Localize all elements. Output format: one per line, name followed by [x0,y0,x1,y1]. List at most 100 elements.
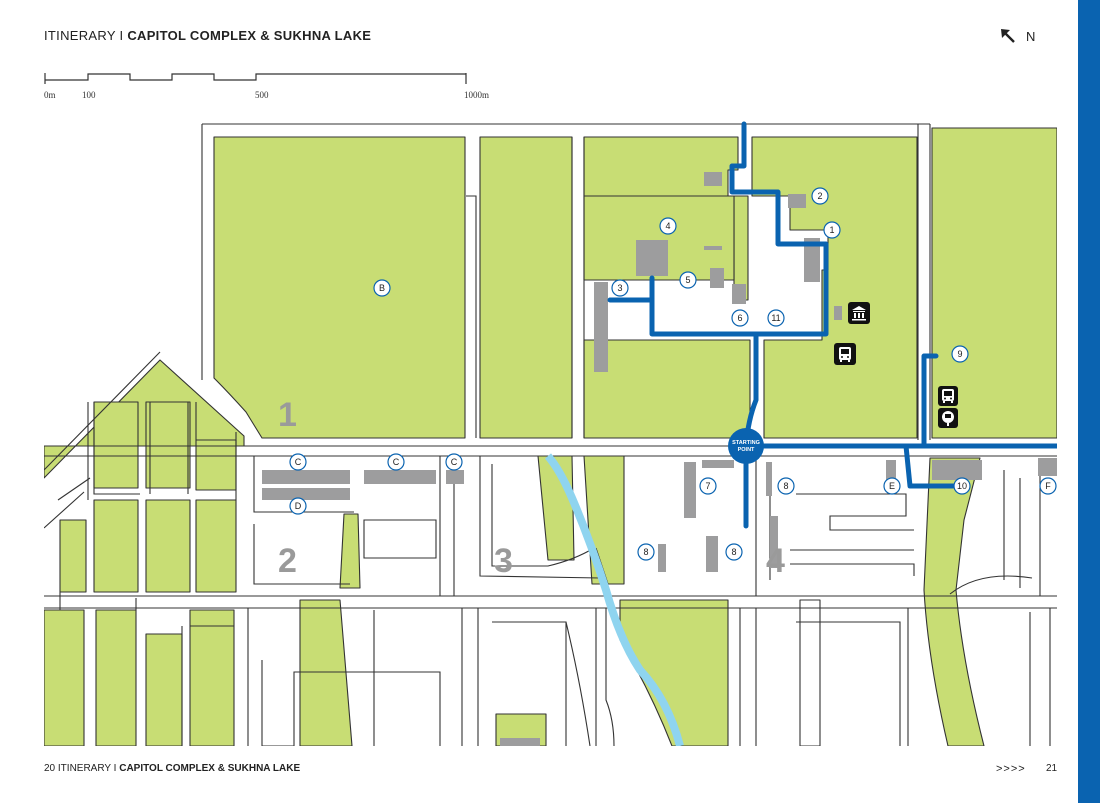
marker-8[interactable]: 8 [637,543,655,561]
marker-C[interactable]: C [289,453,307,471]
building [446,470,464,484]
marker-8[interactable]: 8 [777,477,795,495]
svg-text:9: 9 [957,349,962,359]
building-assembly [636,240,668,276]
park-block [59,519,87,593]
park-strip [299,599,353,746]
park-block [145,499,191,593]
svg-text:7: 7 [705,481,710,491]
building [886,460,896,480]
svg-text:D: D [295,501,302,511]
building [364,470,436,484]
building [710,268,724,288]
building [732,284,746,304]
footer-page-number: 20 [44,763,56,774]
starting-point-label-line1: STARTING [732,440,760,446]
marker-3[interactable]: 3 [611,279,629,297]
svg-text:6: 6 [737,313,742,323]
park-block [189,609,235,746]
north-label: N [1026,28,1036,44]
bus-stop-icon[interactable] [938,408,958,428]
svg-text:1: 1 [829,225,834,235]
building [658,544,666,572]
svg-text:3: 3 [617,283,622,293]
street-network [44,123,1057,746]
park-block [95,609,137,746]
building [706,536,718,572]
marker-2[interactable]: 2 [811,187,829,205]
marker-7[interactable]: 7 [699,477,717,495]
scale-label-500: 500 [255,90,269,100]
building [1038,458,1057,476]
marker-F[interactable]: F [1039,477,1057,495]
scale-label-1000: 1000m [464,90,490,100]
right-page-number: 21 [1046,763,1058,774]
building [702,460,734,468]
marker-11[interactable]: 11 [767,309,785,327]
building-secretariat [594,282,608,372]
building [766,462,772,496]
park-block [93,499,139,593]
map[interactable]: 1 2 3 4 A B C C C D E F 1 2 3 4 5 6 7 8 … [44,120,1057,746]
blue-sidebar [1078,0,1100,803]
park-block [145,401,191,489]
park-block [44,609,85,746]
park-capitol-sw [583,339,751,439]
marker-4[interactable]: 4 [659,217,677,235]
marker-5[interactable]: 5 [679,271,697,289]
svg-text:2: 2 [817,191,822,201]
map-canvas[interactable]: 1 2 3 4 A B C C C D E F 1 2 3 4 5 6 7 8 … [44,120,1057,746]
green-areas [44,127,1057,746]
map-markers: A B C C C D E F 1 2 3 4 5 6 7 8 8 8 8 9 … [289,187,1057,561]
svg-text:11: 11 [771,313,780,323]
museum-icon[interactable] [848,302,870,324]
building [704,246,722,250]
svg-text:10: 10 [957,481,967,491]
park-strip [923,457,985,746]
building [770,516,778,568]
next-page-arrows[interactable]: >>>> [996,763,1026,775]
park-strip [339,513,361,589]
svg-text:4: 4 [665,221,670,231]
building [684,462,696,518]
building [932,460,982,480]
starting-point-marker[interactable]: STARTING POINT [728,428,764,464]
header-title: CAPITOL COMPLEX & SUKHNA LAKE [127,28,372,43]
svg-text:F: F [1045,481,1051,491]
marker-6[interactable]: 6 [731,309,749,327]
building [788,194,806,208]
svg-text:E: E [889,481,895,491]
marker-D[interactable]: D [289,497,307,515]
bus-icon[interactable] [938,386,958,406]
svg-text:C: C [393,457,400,467]
scale-bar: 0m 100 500 1000m [44,72,489,112]
building [262,488,350,500]
marker-C[interactable]: C [387,453,405,471]
svg-text:C: C [295,457,302,467]
marker-E[interactable]: E [883,477,901,495]
scale-label-0: 0m [44,90,56,100]
park-block [145,633,183,746]
zone-label-4: 4 [766,542,785,580]
park-block [195,499,237,593]
header-prefix: ITINERARY I [44,28,128,43]
building-high-court [804,238,820,282]
svg-text:8: 8 [643,547,648,557]
bus-icon[interactable] [834,343,856,365]
page-header: ITINERARY I CAPITOL COMPLEX & SUKHNA LAK… [44,28,371,43]
building [834,306,842,320]
marker-C[interactable]: C [445,453,463,471]
marker-B[interactable]: B [373,279,391,297]
marker-9[interactable]: 9 [951,345,969,363]
sukhna-river [544,453,684,746]
zone-label-2: 2 [278,542,297,580]
marker-8[interactable]: 8 [725,543,743,561]
park-sector-1 [213,136,466,439]
svg-text:8: 8 [783,481,788,491]
footer-title: CAPITOL COMPLEX & SUKHNA LAKE [119,763,301,774]
zone-labels: 1 2 3 4 [278,396,785,580]
starting-point-label-line2: POINT [738,447,755,453]
marker-1[interactable]: 1 [823,221,841,239]
page-footer: 20 ITINERARY I CAPITOL COMPLEX & SUKHNA … [44,763,300,774]
marker-10[interactable]: 10 [953,477,971,495]
